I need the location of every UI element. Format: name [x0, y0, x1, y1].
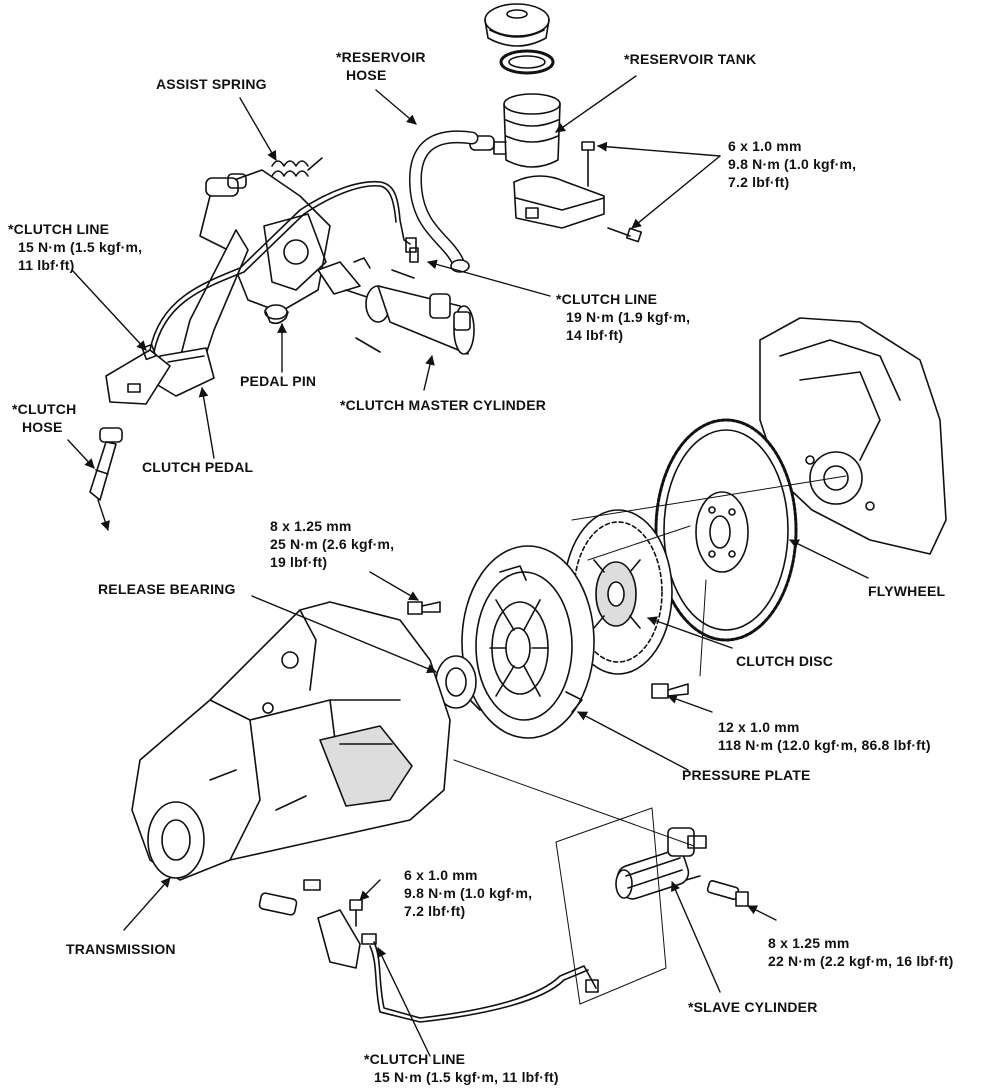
label-fw-bolt-size: 12 x 1.0 mm	[718, 719, 800, 735]
label-clutch-line-upper-lbf: 11 lbf·ft)	[18, 257, 75, 273]
reservoir-tank	[469, 93, 605, 229]
clutch-pedal-arm	[155, 229, 249, 397]
label-clutch-line-upper-title: *CLUTCH LINE	[8, 221, 110, 237]
pedal-bracket	[199, 169, 331, 313]
clutch-hose-part	[89, 427, 123, 501]
flywheel-bolt	[651, 683, 689, 699]
label-clutch-line-upper: *CLUTCH LINE 15 N·m (1.5 kgf·m, 11 lbf·f…	[8, 220, 142, 274]
label-slave-bolt-spec: 8 x 1.25 mm 22 N·m (2.2 kgf·m, 16 lbf·ft…	[758, 934, 954, 970]
label-clutch-line-master-lbf: 14 lbf·ft)	[566, 327, 624, 343]
label-release-bearing: RELEASE BEARING	[98, 581, 236, 597]
pressure-plate-part	[461, 545, 595, 739]
label-slave-bolt-size: 8 x 1.25 mm	[768, 935, 850, 951]
assist-spring	[271, 157, 323, 177]
label-pedal-pin: PEDAL PIN	[240, 373, 317, 389]
label-assist-spring: ASSIST SPRING	[156, 76, 267, 92]
label-pp-bolt-size: 8 x 1.25 mm	[270, 518, 352, 534]
label-pressure-plate-bolt-spec: 8 x 1.25 mm 25 N·m (2.6 kgf·m, 19 lbf·ft…	[270, 517, 394, 571]
label-fw-bolt-torque: 118 N·m (12.0 kgf·m, 86.8 lbf·ft)	[718, 737, 931, 753]
label-clutch-line-master-torque: 19 N·m (1.9 kgf·m,	[566, 309, 691, 325]
label-reservoir-hose-line-2: HOSE	[346, 67, 387, 83]
reservoir-cap	[484, 3, 550, 47]
slave-cylinder-part	[615, 827, 749, 907]
lower-clutch-line	[361, 933, 599, 1023]
label-clutch-line-lower: *CLUTCH LINE 15 N·m (1.5 kgf·m, 11 lbf·f…	[364, 1050, 559, 1086]
label-tank-bolt-size: 6 x 1.0 mm	[728, 138, 802, 154]
label-flywheel: FLYWHEEL	[868, 583, 946, 599]
clutch-master-cylinder-part	[317, 257, 475, 355]
assembly-lines	[453, 475, 847, 1005]
reservoir-seal	[499, 49, 555, 75]
label-clutch-disc: CLUTCH DISC	[736, 653, 834, 669]
label-bracket-bolt-size: 6 x 1.0 mm	[404, 867, 478, 883]
label-clutch-master-cylinder: *CLUTCH MASTER CYLINDER	[340, 397, 547, 413]
label-flywheel-bolt-spec: 12 x 1.0 mm 118 N·m (12.0 kgf·m, 86.8 lb…	[718, 718, 931, 754]
label-tank-bolt-torque-lbf: 7.2 lbf·ft)	[728, 174, 790, 190]
label-clutch-hose-line-2: HOSE	[22, 419, 63, 435]
reservoir-hose	[408, 130, 479, 273]
label-clutch-line-master: *CLUTCH LINE 19 N·m (1.9 kgf·m, 14 lbf·f…	[556, 290, 690, 344]
clutch-pedal-lever	[105, 349, 171, 405]
label-pp-bolt-lbf: 19 lbf·ft)	[270, 554, 328, 570]
label-clutch-line-master-title: *CLUTCH LINE	[556, 291, 658, 307]
label-clutch-hose: *CLUTCH HOSE	[12, 400, 76, 436]
transmission-case	[131, 601, 451, 916]
label-tank-bolt-spec: 6 x 1.0 mm 9.8 N·m (1.0 kgf·m, 7.2 lbf·f…	[728, 137, 856, 191]
pressure-plate-bolt	[407, 601, 441, 615]
label-clutch-line-lower-torque: 15 N·m (1.5 kgf·m, 11 lbf·ft)	[374, 1069, 559, 1085]
tank-bolts	[581, 141, 643, 243]
line-bracket	[317, 899, 363, 969]
label-bracket-bolt-spec: 6 x 1.0 mm 9.8 N·m (1.0 kgf·m, 7.2 lbf·f…	[404, 866, 532, 920]
label-tank-bolt-torque: 9.8 N·m (1.0 kgf·m,	[728, 156, 857, 172]
label-clutch-line-lower-title: *CLUTCH LINE	[364, 1051, 466, 1067]
label-transmission: TRANSMISSION	[66, 941, 176, 957]
label-clutch-line-upper-torque: 15 N·m (1.5 kgf·m,	[18, 239, 143, 255]
label-bracket-bolt-torque: 9.8 N·m (1.0 kgf·m,	[404, 885, 533, 901]
label-pp-bolt-torque: 25 N·m (2.6 kgf·m,	[270, 536, 395, 552]
label-clutch-pedal: CLUTCH PEDAL	[142, 459, 254, 475]
label-pressure-plate: PRESSURE PLATE	[682, 767, 811, 783]
label-slave-bolt-torque: 22 N·m (2.2 kgf·m, 16 lbf·ft)	[768, 953, 954, 969]
label-slave-cylinder: *SLAVE CYLINDER	[688, 999, 818, 1015]
label-reservoir-hose: *RESERVOIR HOSE	[336, 48, 426, 84]
label-reservoir-hose-line-1: *RESERVOIR	[336, 49, 426, 65]
label-bracket-bolt-lbf: 7.2 lbf·ft)	[404, 903, 466, 919]
label-clutch-hose-line-1: *CLUTCH	[12, 401, 77, 417]
flywheel-part	[654, 418, 798, 642]
upper-clutch-line	[141, 180, 419, 361]
label-reservoir-tank: *RESERVOIR TANK	[624, 51, 757, 67]
pedal-pin-part	[264, 304, 289, 325]
leader-lines	[67, 75, 869, 1057]
